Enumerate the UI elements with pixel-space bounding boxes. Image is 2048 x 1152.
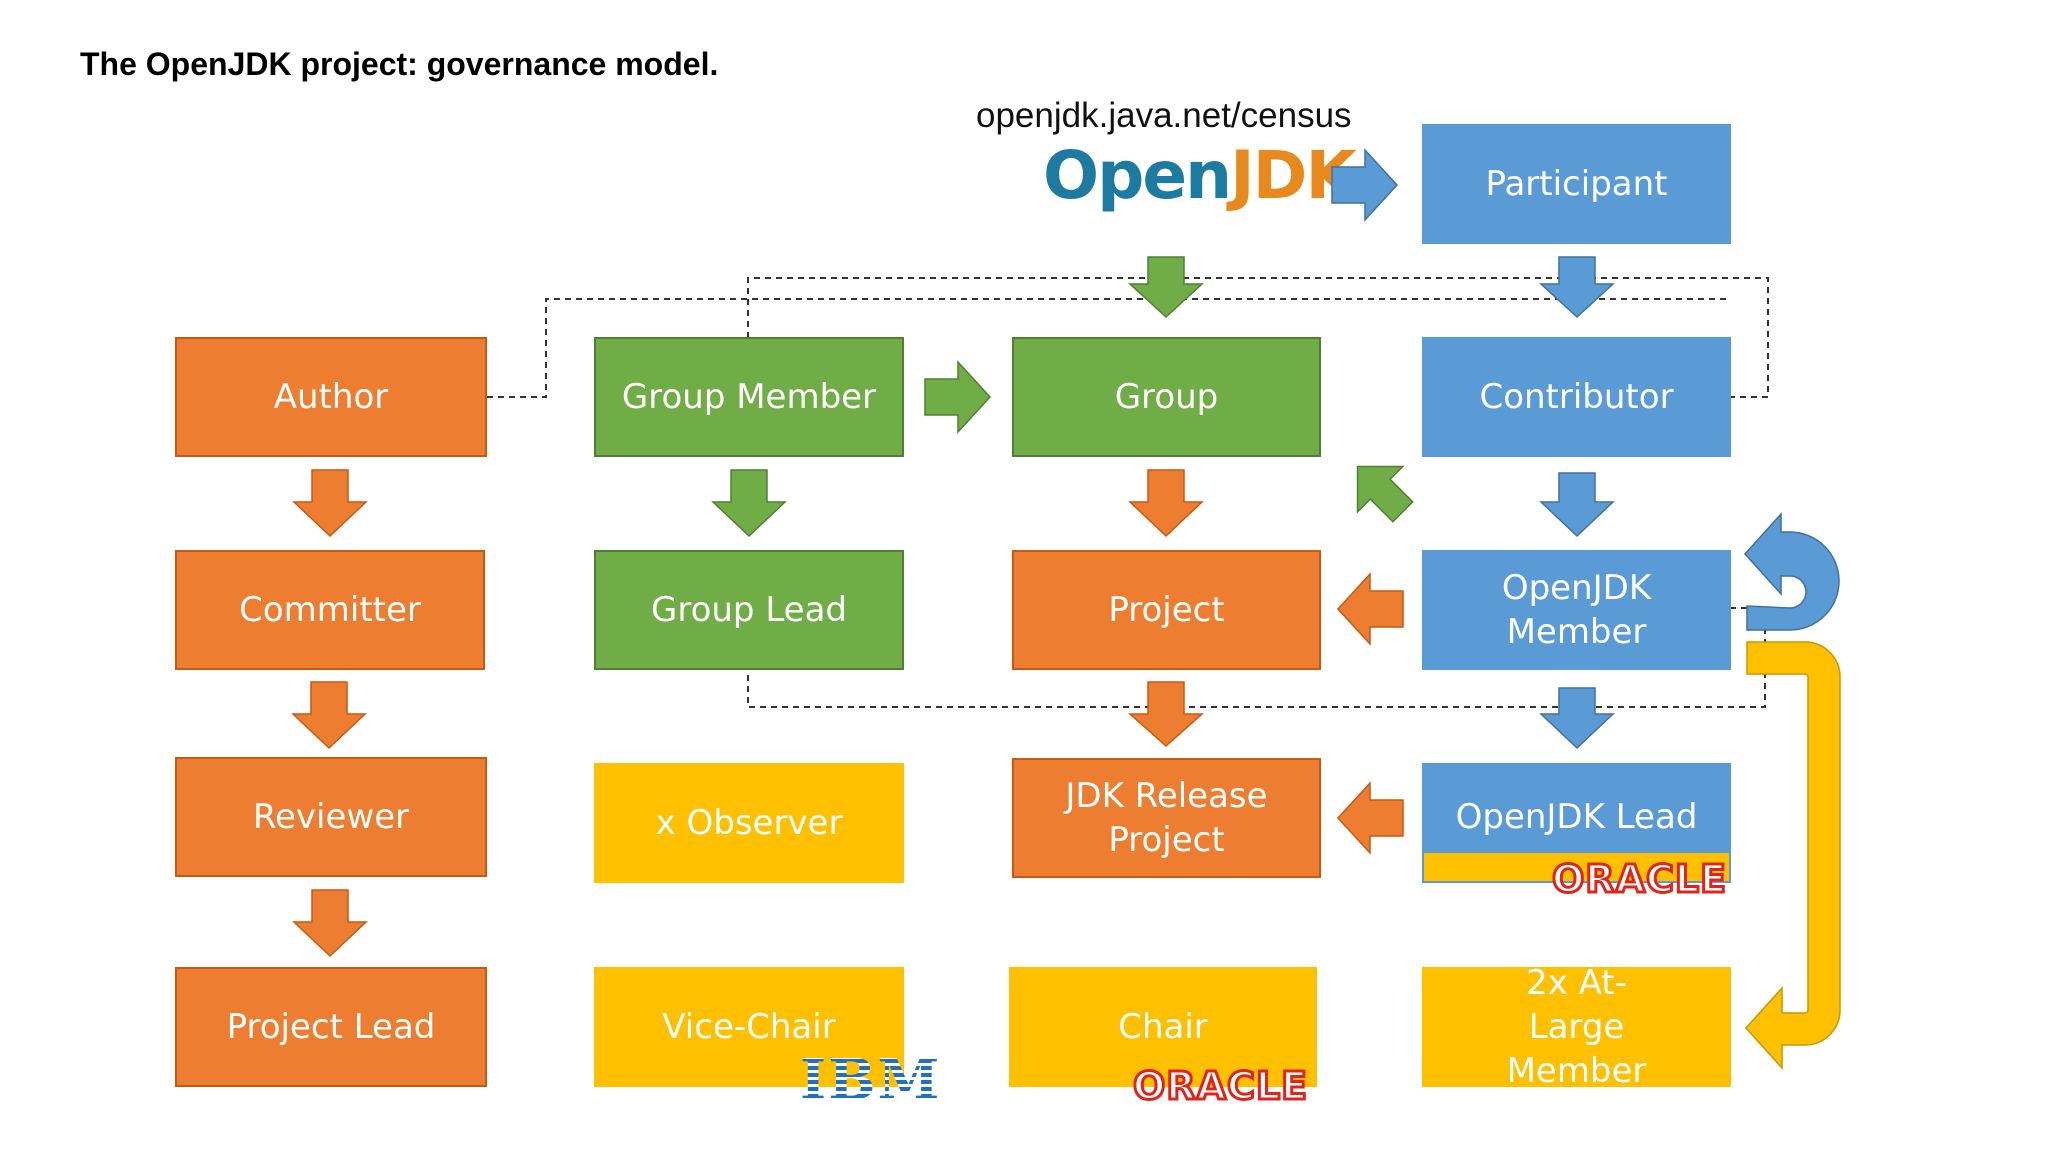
down-arrow-group-project (1128, 469, 1204, 538)
down-arrow-member-lead (1539, 687, 1615, 750)
census-url: openjdk.java.net/census (976, 96, 1352, 135)
contributor-box: Contributor (1422, 337, 1731, 457)
right-arrow-groupmember-group (924, 360, 992, 434)
vice-chair-box: Vice-Chair (594, 967, 904, 1087)
author-dashed-connector (487, 298, 1730, 398)
jdk-release-project-box: JDK Release Project (1012, 758, 1321, 878)
diagonal-arrow-contributor-group (1356, 465, 1414, 523)
group-member-box: Group Member (594, 337, 904, 457)
uturn-arrow-openjdk-member (1743, 512, 1840, 631)
down-arrow-committer-reviewer (291, 681, 367, 750)
down-arrow-project-jdkrelease (1128, 681, 1204, 748)
project-lead-box: Project Lead (175, 967, 487, 1087)
observer-box: x Observer (594, 763, 904, 883)
down-arrow-reviewer-projectlead (292, 889, 368, 958)
group-member-dashed-connector (747, 277, 1769, 398)
right-arrow-openjdk-participant (1331, 148, 1399, 222)
group-box: Group (1012, 337, 1321, 457)
author-box: Author (175, 337, 487, 457)
reviewer-box: Reviewer (175, 757, 487, 877)
openjdk-member-box: OpenJDK Member (1422, 550, 1731, 670)
chair-box: Chair (1009, 967, 1317, 1087)
down-arrow-openjdk-group (1128, 256, 1204, 319)
oracle-logo-lead: ORACLE (1550, 857, 1728, 901)
participant-box: Participant (1422, 124, 1731, 244)
group-lead-box: Group Lead (594, 550, 904, 670)
at-large-member-box: 2x At-Large Member (1422, 963, 1731, 1091)
ibm-logo: IBM (800, 1047, 942, 1113)
project-box: Project (1012, 550, 1321, 670)
down-arrow-contributor-member (1539, 472, 1615, 538)
committer-box: Committer (175, 550, 485, 670)
openjdk-lead-box: OpenJDK Lead (1422, 763, 1731, 883)
down-arrow-author-committer (292, 469, 368, 538)
oracle-logo-chair: ORACLE (1131, 1064, 1309, 1108)
down-arrow-groupmember-grouplead (711, 469, 787, 538)
slide-title: The OpenJDK project: governance model. (80, 46, 719, 82)
left-arrow-lead-jdkrelease (1336, 781, 1404, 855)
bent-arrow-member-atlarge (1744, 641, 1841, 1070)
left-arrow-member-project (1336, 572, 1404, 646)
down-arrow-participant-contributor (1539, 256, 1615, 319)
